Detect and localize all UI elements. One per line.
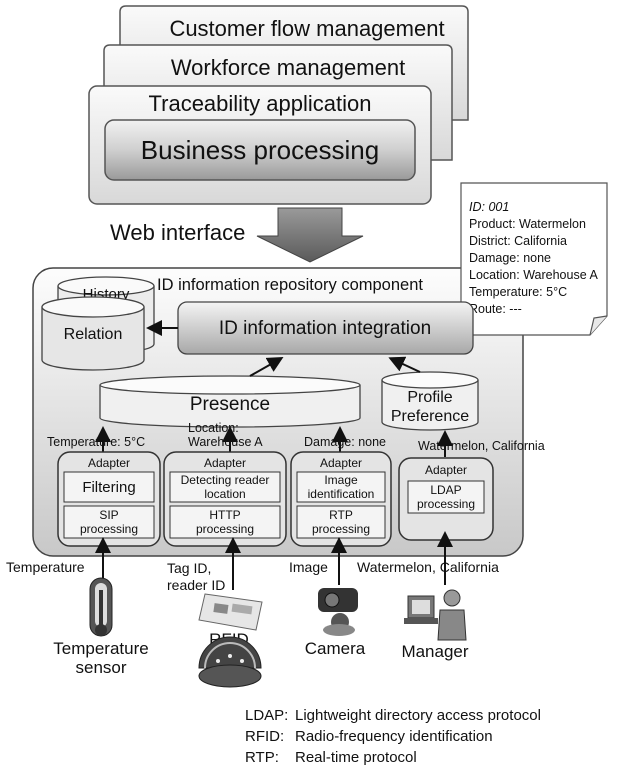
location-value: Warehouse A — [188, 435, 263, 449]
adapter-title: Adapter — [320, 456, 362, 470]
ldap-processing-label: processing — [417, 497, 475, 511]
relation-db: Relation — [41, 296, 145, 371]
rtp-processing-label: processing — [312, 522, 370, 536]
temperature-value-label: Temperature: 5°C — [47, 435, 145, 449]
id-card-line: District: California — [469, 234, 567, 248]
id-card: ID: 001 Product: Watermelon District: Ca… — [460, 182, 608, 336]
manager-icon — [404, 589, 467, 641]
adapter-http: Adapter Detecting reader location HTTP p… — [163, 451, 287, 547]
damage-label: Damage: none — [304, 435, 386, 449]
adapter-title: Adapter — [88, 456, 130, 470]
image-label: Image — [324, 473, 358, 487]
ldap-label: LDAP — [430, 483, 461, 497]
watermelon-icon — [198, 636, 262, 688]
profile-db: Profile Preference — [381, 371, 479, 431]
reader-id-label: reader ID — [167, 577, 225, 593]
id-integration-label: ID information integration — [219, 318, 431, 339]
adapter-title: Adapter — [204, 456, 246, 470]
rtp-label: RTP — [329, 508, 353, 522]
identification-label: identification — [308, 487, 375, 501]
preference-label: Preference — [391, 408, 469, 425]
manager-input-label: Watermelon, California — [357, 559, 499, 575]
profile-label: Profile — [407, 389, 452, 406]
http-processing-label: processing — [196, 522, 254, 536]
profile-to-integration-arrow — [388, 356, 421, 373]
web-interface-arrow — [256, 207, 364, 263]
customer-flow-label: Customer flow management — [169, 16, 444, 41]
presence-label: Presence — [190, 394, 270, 415]
adapter-title: Adapter — [425, 463, 467, 477]
http-label: HTTP — [209, 508, 240, 522]
legend-desc-rfid: Radio-frequency identification — [295, 728, 493, 745]
legend-desc-ldap: Lightweight directory access protocol — [295, 707, 541, 724]
presence-to-integration-arrow — [249, 357, 284, 377]
adapter-rtp: Adapter Image identification RTP process… — [290, 451, 392, 547]
workforce-label: Workforce management — [171, 55, 405, 80]
id-card-line: Damage: none — [469, 251, 551, 265]
traceability-label: Traceability application — [149, 91, 372, 116]
app-window-traceability: Traceability application Business proces… — [88, 85, 432, 205]
filtering-label: Filtering — [82, 479, 135, 496]
adapter-sip: Adapter Filtering SIP processing — [57, 451, 161, 547]
presence-db: Presence — [99, 375, 361, 428]
adapter-ldap: Adapter LDAP processing — [398, 457, 494, 541]
id-card-line: Product: Watermelon — [469, 217, 586, 231]
location-detect-label: location — [204, 487, 245, 501]
sip-processing-label: processing — [80, 522, 138, 536]
sensor-label: sensor — [75, 658, 126, 677]
id-card-line: Temperature: 5°C — [469, 285, 567, 299]
location-label: Location: — [188, 421, 239, 435]
relation-label: Relation — [64, 326, 123, 343]
web-interface-label: Web interface — [110, 220, 245, 245]
detecting-label: Detecting reader — [181, 473, 270, 487]
camera-label: Camera — [305, 639, 366, 658]
repository-title: ID information repository component — [157, 276, 423, 294]
rfid-tag-icon — [198, 593, 263, 631]
business-processing-label: Business processing — [141, 135, 379, 165]
temperature-input-label: Temperature — [6, 559, 85, 575]
id-card-line: Route: --- — [469, 302, 522, 316]
tag-id-label: Tag ID, — [167, 560, 211, 576]
manager-label: Manager — [401, 642, 468, 661]
business-processing-box — [104, 119, 416, 181]
legend-desc-rtp: Real-time protocol — [295, 749, 417, 766]
thermometer-icon — [89, 577, 113, 637]
watermelon-label: Watermelon, California — [418, 439, 545, 453]
legend-abbr-ldap: LDAP: — [245, 707, 288, 724]
sip-label: SIP — [99, 508, 118, 522]
camera-icon — [318, 588, 358, 636]
id-card-id: ID: 001 — [469, 200, 509, 214]
legend: LDAP: Lightweight directory access proto… — [245, 707, 541, 766]
id-card-line: Location: Warehouse A — [469, 268, 598, 282]
image-input-label: Image — [289, 559, 328, 575]
legend-abbr-rtp: RTP: — [245, 749, 279, 766]
legend-abbr-rfid: RFID: — [245, 728, 284, 745]
temperature-sensor-label: Temperature — [53, 639, 148, 658]
